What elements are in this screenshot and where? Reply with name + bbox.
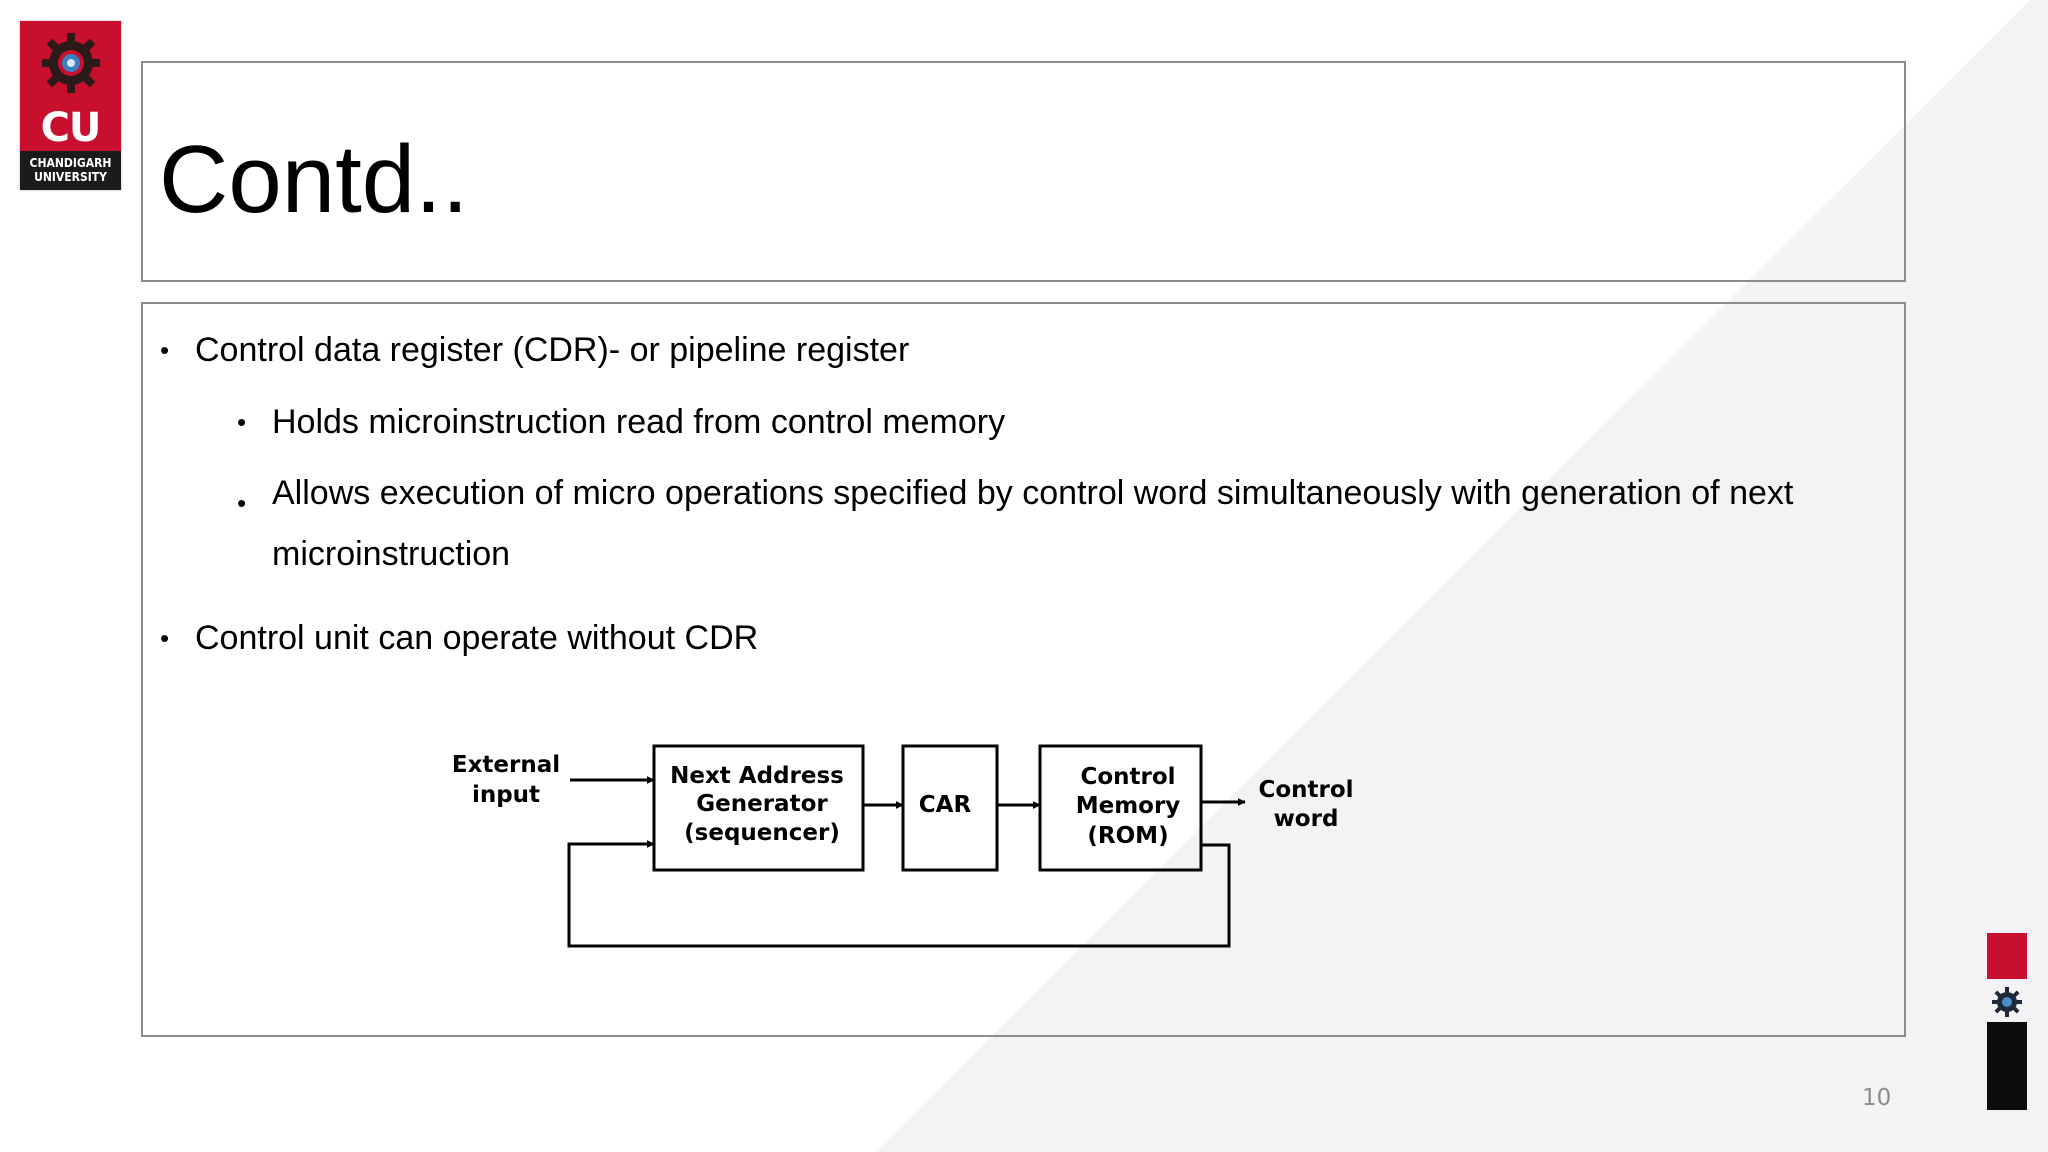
- control-memory-label-line2: Memory: [1076, 793, 1181, 819]
- logo-name-line2: UNIVERSITY: [34, 170, 107, 184]
- generator-label-line1: Next Address: [670, 763, 844, 789]
- side-brand-bar: [1987, 933, 2027, 979]
- generator-label-line2: Generator: [696, 791, 828, 817]
- feedback-loop-line: [567, 840, 1231, 948]
- next-address-generator-box: [652, 744, 865, 872]
- bullet-text-line1: Allows execution of micro operations spe…: [272, 474, 1794, 512]
- bullet-text-line2: microinstruction: [272, 535, 511, 573]
- bullet-dot: •: [160, 335, 170, 365]
- side-dark-bar: [1987, 1022, 2027, 1110]
- bullet-text: Control data register (CDR)- or pipeline…: [195, 331, 910, 369]
- external-input-label-line2: input: [472, 782, 540, 808]
- sub-bullet-item: • Allows execution of micro operations s…: [237, 463, 1794, 585]
- slide-title: Contd..: [159, 126, 469, 233]
- bullet-item: • Control unit can operate without CDR: [160, 618, 759, 658]
- university-logo: CU CHANDIGARH UNIVERSITY: [20, 21, 121, 190]
- bullet-dot: •: [237, 488, 247, 518]
- external-input-label-line1: External: [452, 752, 560, 778]
- sub-bullet-item: • Holds microinstruction read from contr…: [237, 402, 1006, 442]
- car-label: CAR: [919, 792, 972, 818]
- logo-abbreviation: CU: [40, 105, 102, 151]
- control-word-label-line2: word: [1274, 806, 1339, 832]
- title-placeholder: Contd..: [141, 61, 1906, 282]
- bullet-dot: •: [237, 407, 247, 437]
- bullet-text: Holds microinstruction read from control…: [272, 403, 1006, 441]
- gear-icon: [1992, 987, 2022, 1017]
- bullet-text: Control unit can operate without CDR: [195, 619, 759, 657]
- university-gear-emblem-icon: [42, 33, 100, 93]
- logo-name-band: CHANDIGARH UNIVERSITY: [20, 151, 121, 190]
- generator-label-line3: (sequencer): [684, 820, 840, 846]
- bullet-item: • Control data register (CDR)- or pipeli…: [160, 330, 910, 370]
- control-memory-label-line1: Control: [1080, 764, 1175, 790]
- page-number: 10: [1862, 1085, 1892, 1111]
- logo-name-line1: CHANDIGARH: [29, 156, 112, 170]
- bullet-dot: •: [160, 623, 170, 653]
- control-word-label-line1: Control: [1258, 777, 1353, 803]
- control-memory-label-line3: (ROM): [1087, 823, 1168, 849]
- content-placeholder: [141, 302, 1906, 1037]
